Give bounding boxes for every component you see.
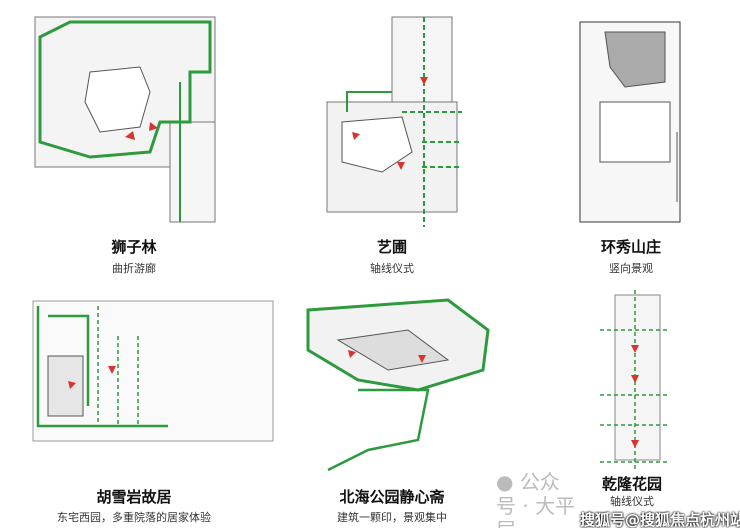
garden-desc: 轴线仪式 [610, 495, 654, 508]
wechat-watermark: ● 公众号 · 大平层 [496, 470, 576, 528]
plan-huanxiu-shanzhuang [579, 21, 681, 223]
garden-title: 北海公园静心斋 [339, 488, 445, 506]
plan-qianlong-garden [600, 290, 670, 470]
plan-yipu [326, 16, 462, 227]
plan-hu-xueyan [32, 300, 274, 442]
garden-title: 艺圃 [376, 238, 407, 256]
garden-desc: 东宅西园，多重院落的居家体验 [57, 511, 211, 524]
garden-title: 狮子林 [111, 238, 157, 256]
garden-desc: 曲折游廊 [112, 262, 156, 275]
garden-desc: 竖向景观 [609, 262, 653, 275]
wechat-icon: ● [496, 470, 514, 494]
garden-title: 乾隆花园 [601, 475, 662, 493]
plan-beihai-jingxinzhai [306, 298, 490, 472]
garden-title: 胡雪岩故居 [96, 488, 172, 506]
garden-desc: 轴线仪式 [370, 262, 414, 275]
garden-desc: 建筑一颗印，景观集中 [337, 511, 447, 524]
garden-title: 环秀山庄 [600, 238, 661, 256]
sohu-watermark: 搜狐号@搜狐焦点杭州站 [580, 511, 740, 528]
wechat-watermark-text: 公众号 · 大平层 [496, 470, 576, 528]
plan-shizilin [34, 16, 216, 223]
